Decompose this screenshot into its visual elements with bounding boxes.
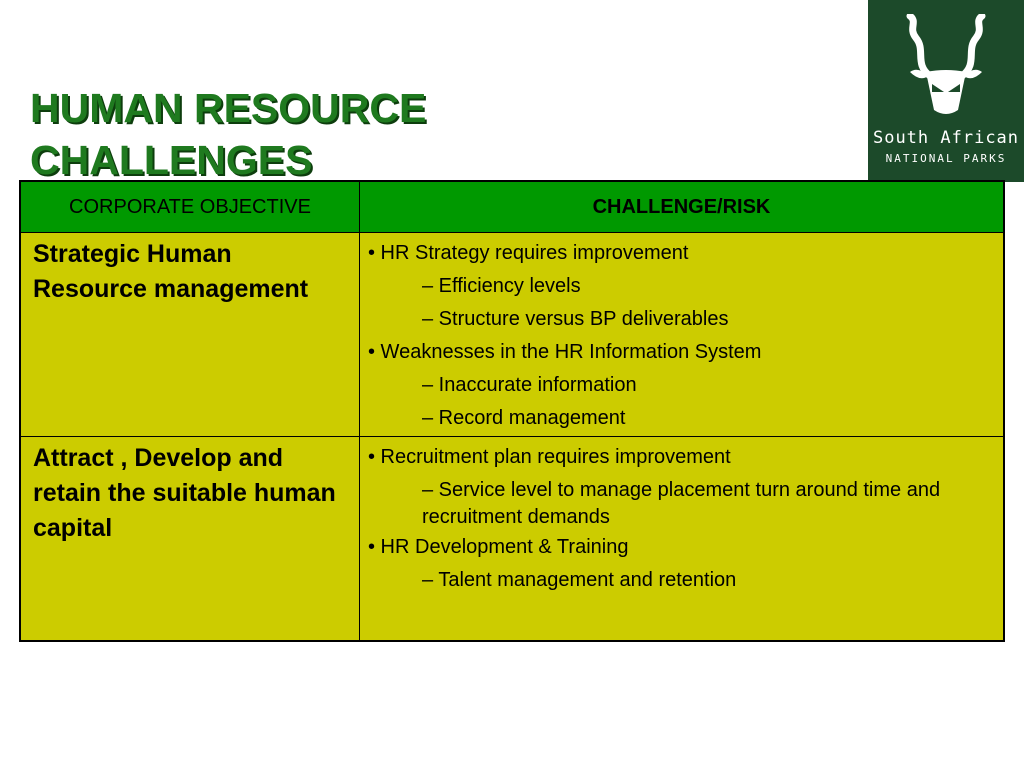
objective-cell: Strategic Human Resource management — [19, 232, 360, 437]
header-label: CORPORATE OBJECTIVE — [69, 195, 311, 218]
list-item: – Efficiency levels — [422, 275, 581, 297]
logo-text-national-parks: NATIONAL PARKS — [885, 152, 1007, 165]
objective-cell: Attract , Develop and retain the suitabl… — [19, 436, 360, 642]
kudu-head-icon — [906, 14, 986, 114]
challenge-cell: • HR Strategy requires improvement – Eff… — [359, 232, 1005, 437]
list-item: – Service level to manage placement turn… — [422, 479, 941, 528]
list-item: – Talent management and retention — [422, 569, 737, 591]
list-item: • HR Development & Training — [368, 536, 629, 558]
challenges-table: CORPORATE OBJECTIVE CHALLENGE/RISK Strat… — [19, 180, 1005, 642]
list-item: – Inaccurate information — [422, 374, 637, 396]
list-item: – Structure versus BP deliverables — [422, 308, 729, 330]
header-label: CHALLENGE/RISK — [592, 195, 771, 218]
table-row: Strategic Human Resource management • HR… — [19, 232, 1005, 437]
challenge-cell: • Recruitment plan requires improvement … — [359, 436, 1005, 642]
header-challenge-risk: CHALLENGE/RISK — [359, 180, 1005, 233]
list-item: • Weaknesses in the HR Information Syste… — [368, 341, 762, 363]
header-corporate-objective: CORPORATE OBJECTIVE — [19, 180, 360, 233]
list-item: – Record management — [422, 407, 626, 429]
sanparks-logo: South African NATIONAL PARKS — [868, 0, 1024, 182]
logo-text-south-african: South African — [872, 128, 1020, 148]
page-title: HUMAN RESOURCE CHALLENGES — [30, 85, 427, 183]
table-header-row: CORPORATE OBJECTIVE CHALLENGE/RISK — [19, 180, 1005, 233]
table-row: Attract , Develop and retain the suitabl… — [19, 436, 1005, 642]
list-item: • HR Strategy requires improvement — [368, 242, 689, 264]
list-item: • Recruitment plan requires improvement — [368, 446, 731, 468]
